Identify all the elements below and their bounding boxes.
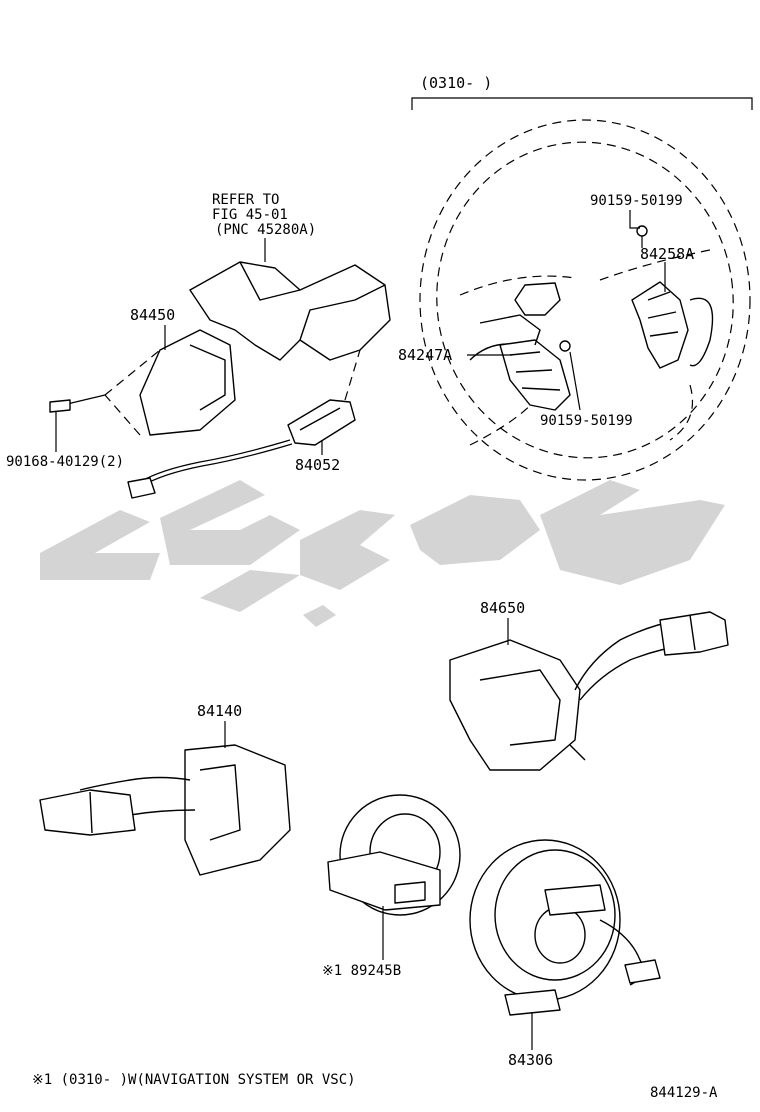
date-range-label: (0310- ) [420, 74, 492, 92]
refer-line-3: (PNC 45280A) [215, 222, 316, 238]
label-84247A: 84247A [398, 346, 452, 364]
part-84650 [449, 611, 729, 771]
label-90159-50199-top: 90159-50199 [590, 193, 683, 209]
label-84258A: 84258A [640, 245, 694, 263]
label-84306: 84306 [508, 1051, 553, 1069]
part-89245B [327, 794, 461, 916]
footnote: ※1 (0310- )W(NAVIGATION SYSTEM OR VSC) [32, 1072, 356, 1088]
label-90159-50199-bottom: 90159-50199 [540, 413, 633, 429]
label-89245B: ※1 89245B [322, 963, 401, 979]
watermark-logo [40, 480, 725, 627]
label-84650: 84650 [480, 599, 525, 617]
figure-code: 844129-A [650, 1085, 718, 1101]
refer-line-1: REFER TO [212, 192, 279, 208]
part-84450 [49, 261, 391, 436]
part-84052 [127, 349, 361, 499]
refer-line-2: FIG 45-01 [212, 207, 288, 223]
part-84140 [39, 744, 291, 876]
steering-wheel [419, 119, 751, 481]
label-90168-40129: 90168-40129(2) [6, 454, 124, 470]
label-84140: 84140 [197, 702, 242, 720]
part-84306 [469, 839, 661, 1016]
label-84450: 84450 [130, 306, 175, 324]
date-range-bracket [411, 97, 753, 110]
label-84052: 84052 [295, 456, 340, 474]
part-84247A [479, 282, 571, 411]
